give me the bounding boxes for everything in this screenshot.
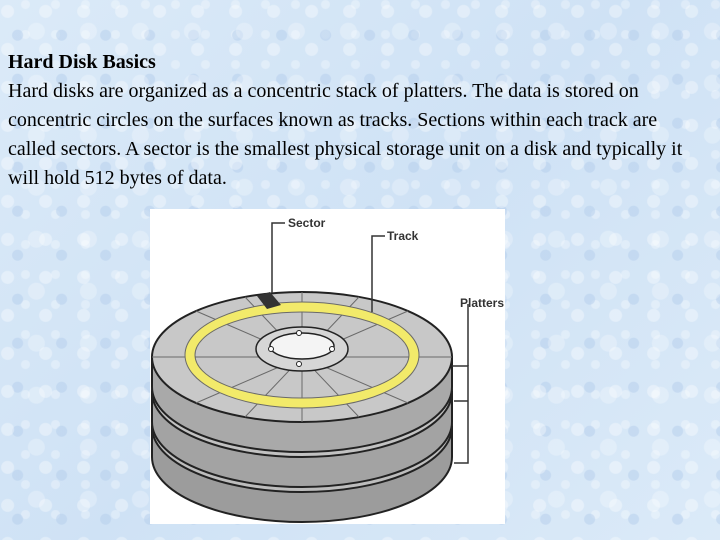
track-callout: Track xyxy=(371,229,419,312)
sector-label: Sector xyxy=(288,216,326,230)
platter-top xyxy=(151,291,453,453)
hard-disk-diagram: Sector Track Platters xyxy=(150,209,505,524)
track-label: Track xyxy=(387,229,419,243)
sector-callout: Sector xyxy=(271,216,326,293)
platters-callout: Platters xyxy=(452,296,504,464)
track-ring xyxy=(185,302,419,408)
hard-disk-diagram-svg: Sector Track Platters xyxy=(151,216,504,523)
slide-body-text: Hard disks are organized as a concentric… xyxy=(8,80,683,189)
highlighted-sector xyxy=(257,292,281,309)
slide-text-block: Hard Disk Basics Hard disks are organize… xyxy=(8,48,708,193)
platters-label: Platters xyxy=(460,296,504,310)
slide-title: Hard Disk Basics xyxy=(8,51,156,73)
